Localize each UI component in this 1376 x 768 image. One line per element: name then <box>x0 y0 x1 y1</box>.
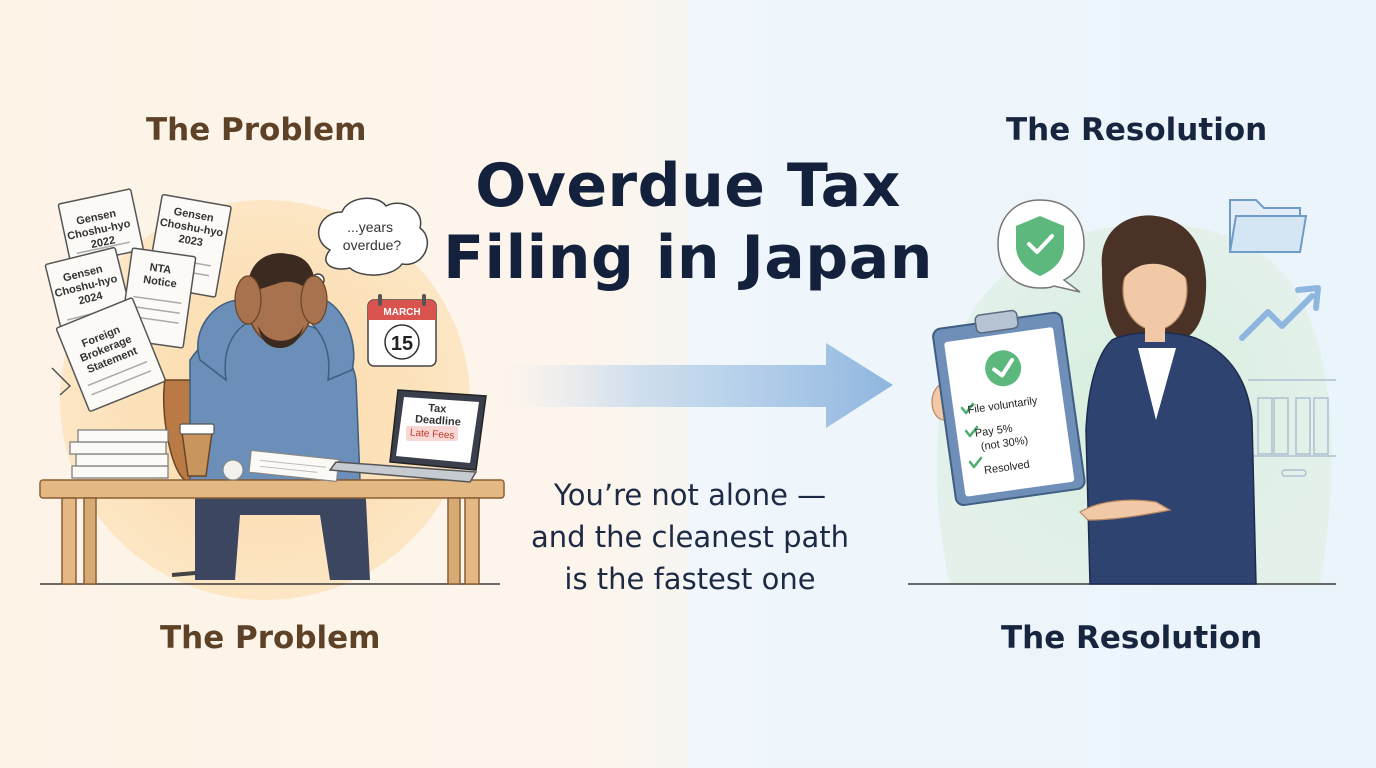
tagline-line-1: You’re not alone — <box>553 478 827 512</box>
growth-chart-icon <box>1239 285 1321 341</box>
bookshelf <box>1248 379 1336 477</box>
title-line-1: Overdue Tax <box>475 151 901 221</box>
shield-check-icon <box>997 199 1085 293</box>
advisor-woman <box>931 215 1257 585</box>
title-line-2: Filing in Japan <box>443 223 933 293</box>
worried-man <box>189 253 370 580</box>
calendar-day: 15 <box>391 333 413 355</box>
calendar-month: MARCH <box>383 307 420 318</box>
late-fees-badge: Late Fees <box>410 427 455 441</box>
crumpled-paper <box>222 459 244 481</box>
checklist-marks <box>960 402 983 469</box>
thought-text: ...years overdue? <box>343 219 402 253</box>
laptop-icon <box>328 389 487 483</box>
desk-sheet <box>248 449 340 483</box>
tagline: You’re not alone — and the cleanest path… <box>475 474 905 600</box>
desk <box>39 479 505 585</box>
tagline-line-2: and the cleanest path <box>530 520 850 554</box>
laptop-text: Tax Deadline <box>415 401 462 428</box>
doc5-text: Foreign Brokerage Statement <box>74 320 142 377</box>
document-5 <box>55 297 166 412</box>
resolution-heading-bottom: The Resolution <box>1001 620 1263 656</box>
calendar-icon <box>367 294 437 367</box>
paper-stack <box>69 429 169 479</box>
doc2-text: Gensen Choshu-hyo 2023 <box>157 204 230 253</box>
transition-arrow-icon <box>505 343 893 428</box>
folder-icon <box>1228 199 1308 253</box>
doc4-text: NTA Notice <box>142 261 179 290</box>
problem-heading-bottom: The Problem <box>160 620 381 656</box>
problem-heading-top: The Problem <box>146 112 367 148</box>
clipboard-checklist <box>932 309 1086 507</box>
page-title: Overdue Tax Filing in Japan <box>388 150 988 294</box>
tagline-line-3: is the fastest one <box>564 562 816 596</box>
coffee-cup-icon <box>179 423 215 477</box>
resolution-heading-top: The Resolution <box>1006 112 1268 148</box>
documents-pile <box>44 188 232 412</box>
document-1 <box>57 188 144 266</box>
